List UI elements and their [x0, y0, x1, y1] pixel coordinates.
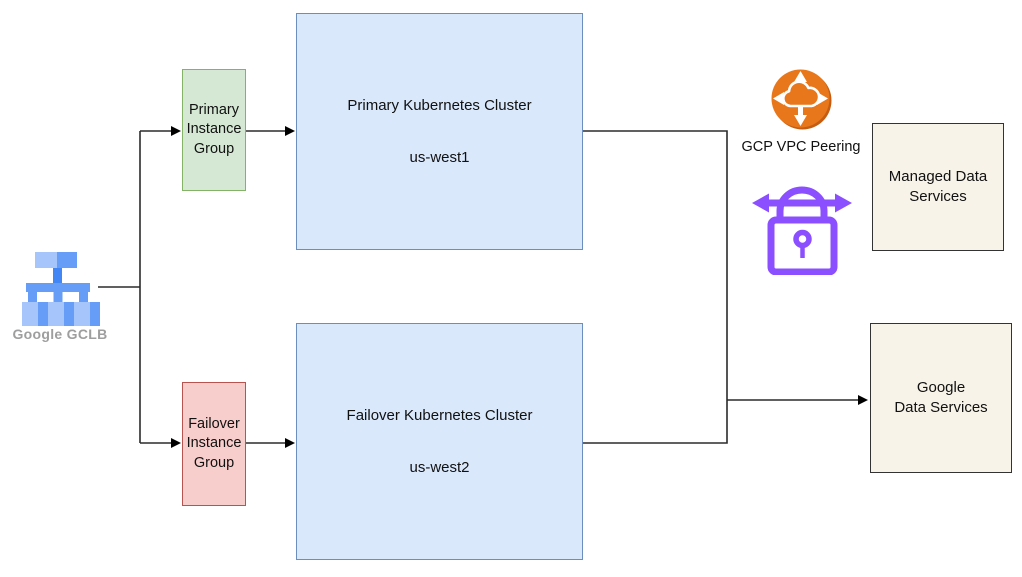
failover-cluster-title: Failover Kubernetes Cluster [346, 406, 533, 424]
arrowhead [285, 126, 295, 136]
managed-data-services-line2: Services [909, 188, 967, 205]
lock-with-arrows-icon [752, 186, 852, 275]
arrowhead [285, 438, 295, 448]
arrowhead [171, 126, 181, 136]
managed-data-services-box: Managed Data Services [872, 123, 1004, 251]
primary-cluster-title: Primary Kubernetes Cluster [347, 96, 532, 114]
primary-cluster-box: Primary Kubernetes Cluster us-west1 [296, 13, 583, 250]
primary-cluster-region: us-west1 [409, 148, 470, 166]
primary-instance-group-box: Primary Instance Group [182, 69, 246, 191]
cloud-peering-icon [771, 69, 832, 130]
google-data-services-line2: Data Services [894, 399, 988, 416]
failover-cluster-box: Failover Kubernetes Cluster us-west2 [296, 323, 583, 560]
vpc-peering-label: GCP VPC Peering [741, 139, 861, 155]
arrowhead [858, 395, 868, 405]
managed-data-services-line1: Managed Data [888, 168, 988, 186]
secure-connection-node [750, 170, 855, 275]
load-balancer-icon [22, 252, 100, 326]
failover-cluster-region: us-west2 [409, 458, 470, 476]
google-data-services-box: Google Data Services [870, 323, 1012, 473]
arrowhead [171, 438, 181, 448]
google-gclb-node [22, 250, 100, 328]
failover-instance-group-label: Failover Instance Group [186, 416, 242, 471]
primary-instance-group-label: Primary Instance Group [186, 102, 242, 157]
edge-clusters-right-bus [583, 130, 728, 444]
failover-instance-group-box: Failover Instance Group [182, 382, 246, 506]
gclb-label: Google GCLB [12, 326, 108, 342]
google-data-services-line1: Google [916, 379, 966, 397]
vpc-peering-node [770, 68, 832, 130]
